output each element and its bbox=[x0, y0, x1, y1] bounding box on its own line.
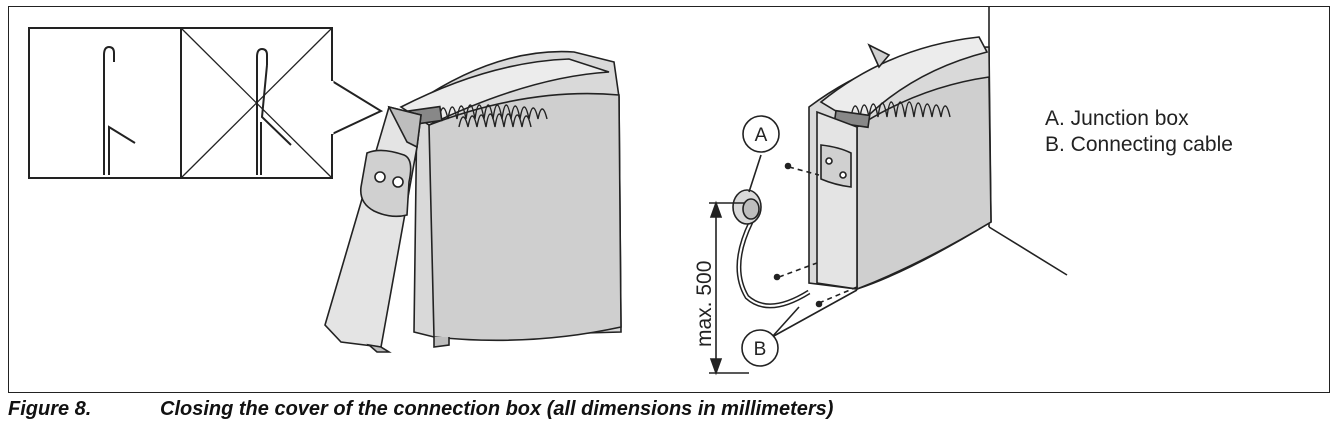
hook-correct-icon bbox=[103, 45, 136, 175]
connection-box-cover bbox=[816, 110, 858, 290]
heating-elements bbox=[850, 101, 951, 118]
junction-box-assembly bbox=[732, 115, 858, 367]
callout-b-label: B bbox=[754, 339, 767, 360]
heater-front-panel bbox=[428, 92, 622, 342]
heater-top-opening bbox=[399, 58, 610, 126]
figure-drawing: A B max. 500 bbox=[28, 7, 1068, 376]
heater-foot bbox=[433, 337, 450, 348]
heater-mounted bbox=[773, 7, 1068, 308]
callout-a-label: A bbox=[755, 125, 768, 146]
callout-leader-a bbox=[748, 154, 762, 193]
control-knob-icon bbox=[392, 176, 404, 188]
connection-box-cover bbox=[324, 106, 422, 348]
dimension-label: max. 500 bbox=[693, 261, 716, 347]
floor-wall-line bbox=[988, 226, 1068, 276]
callout-a-circle bbox=[742, 115, 780, 153]
screw-icon bbox=[815, 300, 823, 308]
arrow-up-icon bbox=[709, 200, 723, 218]
figure-caption: Closing the cover of the connection box … bbox=[160, 398, 834, 420]
control-panel bbox=[359, 149, 412, 218]
callout-b-circle bbox=[741, 329, 779, 367]
figure-frame: A B max. 500 A. Junction box B. Connecti… bbox=[8, 6, 1330, 393]
heater-open-cover bbox=[324, 50, 622, 353]
control-knob-icon bbox=[374, 171, 386, 183]
dimension-line bbox=[709, 200, 749, 376]
arrow-down-icon bbox=[709, 358, 723, 376]
inset-pointer bbox=[331, 79, 384, 136]
heater-top-opening bbox=[819, 36, 989, 127]
callout-leader-b bbox=[771, 289, 858, 338]
cross-out-line bbox=[180, 27, 333, 179]
figure-label: Figure 8. bbox=[8, 398, 92, 420]
control-panel bbox=[820, 144, 852, 188]
legend-item-b: B. Connecting cable bbox=[1045, 133, 1233, 156]
heating-elements bbox=[438, 104, 548, 128]
screw-icon bbox=[784, 162, 792, 170]
control-knob-icon bbox=[839, 171, 847, 179]
connecting-cable bbox=[736, 220, 811, 309]
legend-item-a: A. Junction box bbox=[1045, 107, 1189, 130]
callout-leader-b bbox=[771, 306, 800, 338]
control-knob-icon bbox=[825, 157, 833, 165]
screw-guide-lines bbox=[778, 166, 858, 304]
inset-detail bbox=[28, 27, 384, 179]
screw-icon bbox=[773, 273, 781, 281]
hook-incorrect-icon bbox=[256, 47, 292, 175]
